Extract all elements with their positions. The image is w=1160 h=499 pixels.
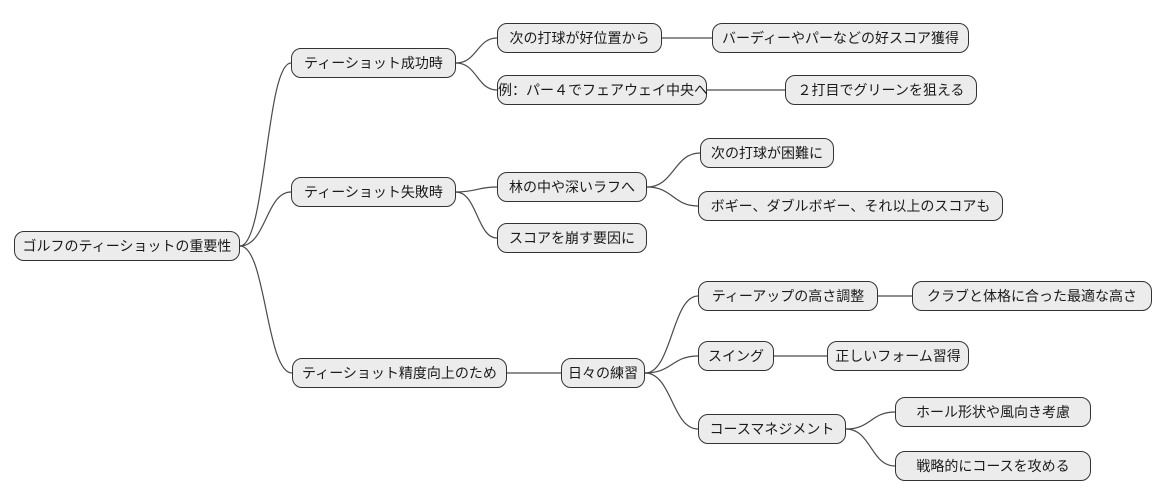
node-tee-up-height: ティーアップの高さ調整 [698,281,878,311]
edge-woods-rough-to-next-difficult [646,152,701,188]
edge-success-to-good-position [455,37,498,64]
node-woods-deep-rough: 林の中や深いラフへ [497,172,647,202]
node-strategic-course-attack: 戦略的にコースを攻める [895,451,1091,481]
node-next-shot-good-position: 次の打球が好位置から [497,23,662,53]
edge-course-mgmt-to-hole-shape [845,411,896,430]
edge-root-to-fail [239,191,292,247]
node-hole-shape-wind: ホール形状や風向き考慮 [895,397,1091,427]
edge-success-to-example-par4 [455,62,498,91]
edge-root-to-success [239,62,292,247]
node-next-shot-difficult: 次の打球が困難に [700,138,834,168]
node-daily-practice: 日々の練習 [561,358,645,388]
edge-woods-rough-to-bogey [646,186,699,207]
node-bogey-double-bogey: ボギー、ダブルボギー、それ以上のスコアも [698,191,1003,221]
edge-root-to-accuracy [239,245,293,374]
node-tee-shot-fail: ティーショット失敗時 [291,177,456,207]
edge-fail-to-woods-rough [455,186,498,193]
node-swing: スイング [698,341,774,371]
node-tee-shot-success: ティーショット成功時 [291,48,456,78]
node-root: ゴルフのティーショットの重要性 [14,231,240,261]
node-course-management: コースマネジメント [698,414,846,444]
edge-fail-to-score-collapse [455,191,498,239]
edge-course-mgmt-to-strategic [845,428,896,467]
node-example-par4-fairway: 例：パー４でフェアウェイ中央へ [497,75,708,105]
node-correct-form: 正しいフォーム習得 [827,341,969,371]
node-optimal-height: クラブと体格に合った最適な高さ [912,281,1152,311]
edge-daily-to-course-mgmt [644,372,699,430]
node-score-collapse-factor: スコアを崩す要因に [497,223,647,253]
edge-daily-to-tee-height [644,295,699,374]
node-second-shot-green: ２打目でグリーンを狙える [785,75,977,105]
node-accuracy-improvement: ティーショット精度向上のため [292,358,507,388]
node-birdie-par-good-score: バーディーやパーなどの好スコア獲得 [712,23,969,53]
edge-daily-to-swing [644,355,699,374]
